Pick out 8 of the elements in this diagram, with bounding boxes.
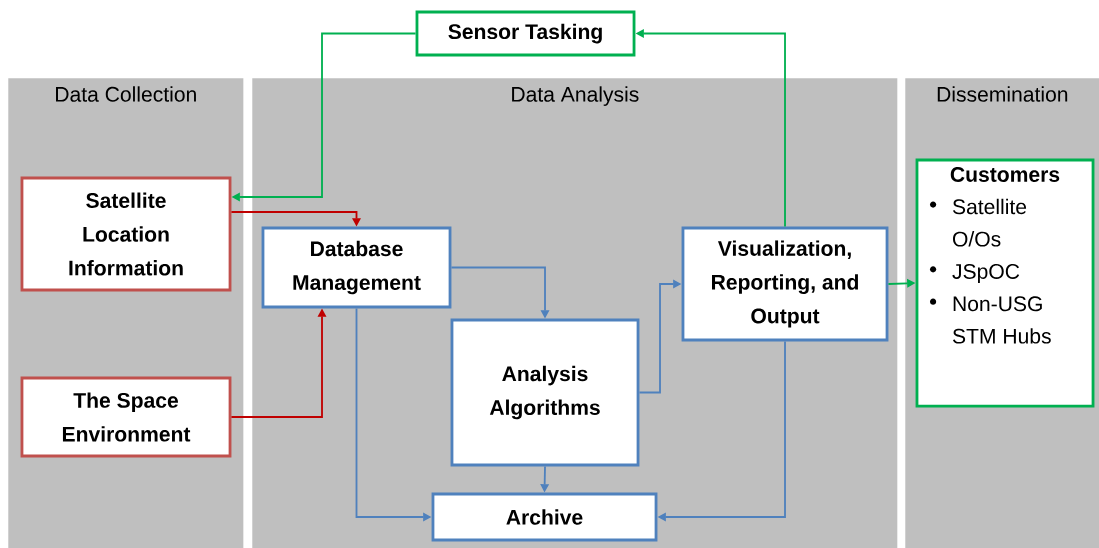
process-box: Database Management: [261, 226, 452, 309]
process-box: Analysis Algorithms: [450, 318, 640, 467]
process-box: The Space Environment: [20, 376, 232, 458]
process-box: Sensor Tasking: [415, 10, 636, 57]
process-box: Visualization, Reporting, and Output: [681, 226, 889, 342]
process-box: Satellite Location Information: [20, 176, 232, 292]
list-box: Customers Satellite O/Os JSpOC Non-USG STM Hubs: [915, 158, 1095, 408]
process-box: Archive: [431, 492, 658, 542]
